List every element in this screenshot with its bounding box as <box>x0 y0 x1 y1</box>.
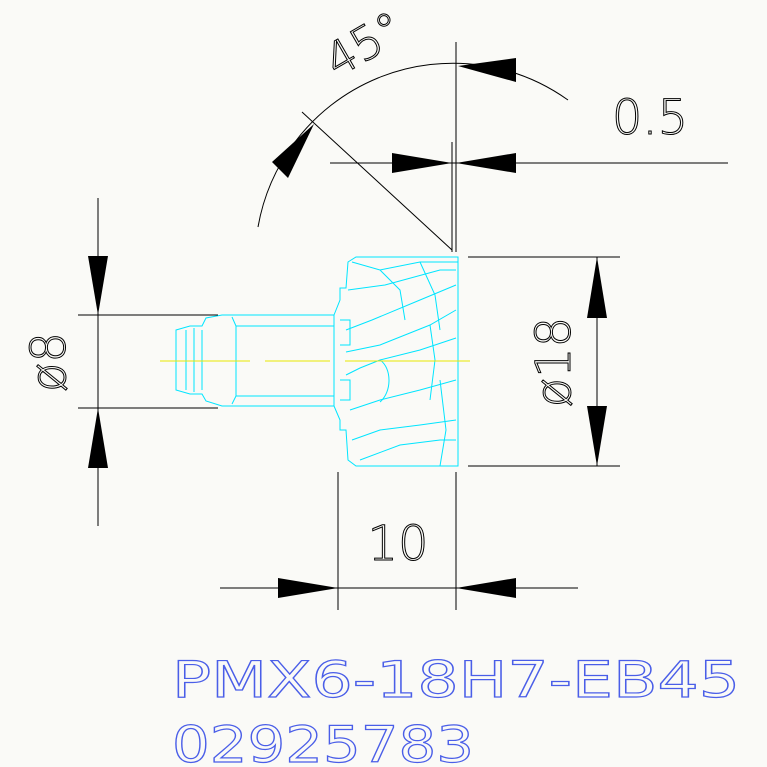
offset-dimension: 0.5 <box>330 90 728 252</box>
head-arrow-bottom <box>587 406 607 466</box>
part-code: 02925783 <box>172 716 474 767</box>
shank-arrow-bottom <box>88 408 108 468</box>
part-number: PMX6-18H7-EB45 <box>172 651 740 709</box>
cutter-outline <box>175 256 459 467</box>
shank-diameter-label: ø8 <box>21 332 77 392</box>
length-arrow-left <box>278 578 338 598</box>
head-arrow-top <box>587 257 607 318</box>
angle-dimension: 45° <box>257 0 569 252</box>
head-length-dimension: 10 <box>220 472 578 610</box>
angle-label: 45° <box>315 0 413 88</box>
offset-label: 0.5 <box>612 90 688 146</box>
offset-arrow-left <box>392 153 452 173</box>
length-arrow-right <box>456 578 516 598</box>
angle-arrow-right <box>458 58 516 82</box>
head-diameter-label: ø18 <box>526 317 582 407</box>
head-length-label: 10 <box>367 516 428 572</box>
angle-arrow-left <box>272 124 314 178</box>
head-diameter-dimension: ø18 <box>468 256 620 467</box>
shank-diameter-dimension: ø8 <box>21 198 218 526</box>
shank-arrow-top <box>88 256 108 315</box>
offset-arrow-right <box>456 153 516 173</box>
